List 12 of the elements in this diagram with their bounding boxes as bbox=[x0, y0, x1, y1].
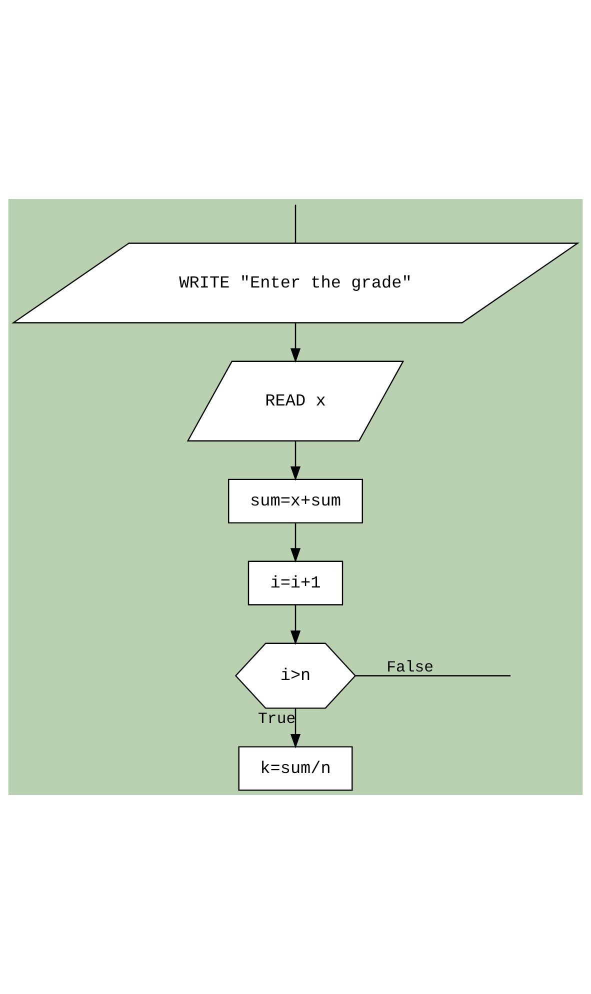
node-box: k=sum/n bbox=[238, 746, 353, 791]
arrow bbox=[290, 440, 301, 481]
arrow bbox=[290, 604, 301, 645]
connector bbox=[294, 204, 296, 243]
node-box: sum=x+sum bbox=[228, 478, 363, 524]
node-box: i=i+1 bbox=[248, 560, 344, 606]
arrow bbox=[290, 323, 301, 363]
arrow bbox=[290, 523, 301, 563]
edge-label: True bbox=[258, 710, 296, 728]
edge-label: False bbox=[386, 658, 434, 676]
arrow bbox=[290, 708, 301, 748]
connector bbox=[355, 675, 511, 676]
